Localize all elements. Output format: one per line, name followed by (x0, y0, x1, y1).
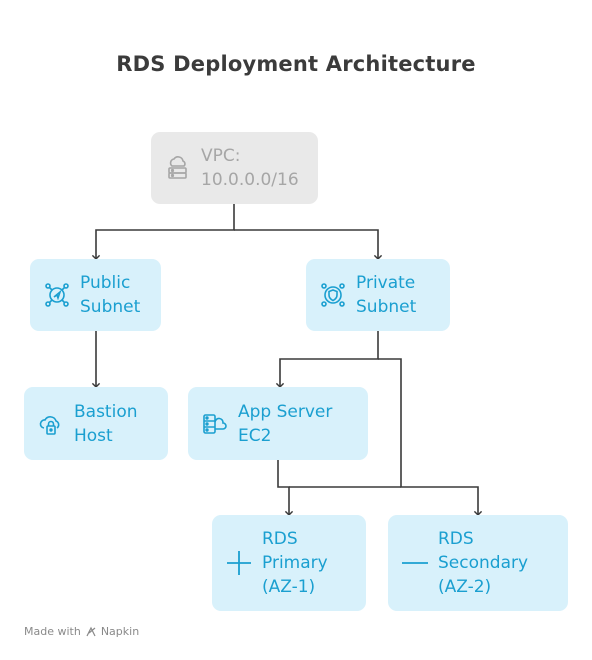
napkin-brand-text: Napkin (100, 625, 140, 638)
private-subnet-node[interactable]: Private Subnet (306, 259, 450, 331)
vpc-label-line2: 10.0.0.0/16 (201, 170, 299, 190)
app-server-label-line2: EC2 (238, 425, 272, 446)
edge-app-server-to-rds-primary (277, 460, 294, 517)
vpc-node[interactable]: VPC: 10.0.0.0/16 (151, 132, 318, 204)
app-server-label-line1: App Server (238, 401, 333, 422)
rds-primary-node[interactable]: RDS Primary (AZ-1) (212, 515, 366, 611)
rds-secondary-label-line2: Secondary (438, 553, 529, 573)
edge-private-subnet-to-app-server (275, 331, 379, 389)
bastion-host-label-line2: Host (74, 425, 113, 446)
rds-primary-label: RDS Primary (AZ-1) (262, 527, 328, 599)
vpc-label: VPC: 10.0.0.0/16 (201, 144, 299, 192)
bastion-host-node[interactable]: Bastion Host (24, 387, 168, 460)
rds-primary-label-line2: Primary (262, 553, 328, 573)
public-subnet-label-line2: Subnet (80, 297, 141, 317)
public-subnet-node[interactable]: Public Subnet (30, 259, 161, 331)
private-subnet-label: Private Subnet (356, 271, 416, 319)
private-subnet-label-line2: Subnet (356, 297, 417, 317)
vpc-label-line1: VPC: (201, 146, 241, 166)
shield-network-icon (321, 283, 345, 307)
rds-secondary-label-line3: (AZ-2) (438, 577, 492, 597)
network-hub-icon (45, 283, 69, 307)
rds-primary-label-line1: RDS (262, 529, 298, 549)
public-subnet-label-line1: Public (80, 273, 131, 293)
server-cloud-icon (203, 413, 227, 434)
bastion-host-label: Bastion Host (74, 400, 138, 448)
app-server-label: App Server EC2 (238, 400, 332, 448)
cloud-server-icon (168, 156, 187, 179)
rds-secondary-node[interactable]: RDS Secondary (AZ-2) (388, 515, 568, 611)
edge-vpc-to-public-subnet (91, 204, 235, 261)
minus-icon (402, 562, 428, 564)
bastion-host-label-line1: Bastion (74, 401, 138, 422)
public-subnet-label: Public Subnet (80, 271, 140, 319)
napkin-logo-icon (86, 626, 96, 636)
diagram-title: RDS Deployment Architecture (116, 52, 476, 76)
cloud-lock-icon (39, 415, 60, 435)
made-with-text: Made with (24, 625, 81, 638)
rds-secondary-label: RDS Secondary (AZ-2) (438, 527, 528, 599)
plus-icon (227, 551, 251, 575)
edge-vpc-to-private-subnet (234, 229, 383, 261)
rds-primary-label-line3: (AZ-1) (262, 577, 316, 597)
rds-secondary-label-line1: RDS (438, 529, 474, 549)
edge-private-subnet-to-rds-secondary (378, 358, 483, 517)
private-subnet-label-line1: Private (356, 273, 416, 293)
app-server-node[interactable]: App Server EC2 (188, 387, 368, 460)
made-with-napkin-footer[interactable]: Made with Napkin (24, 625, 139, 638)
